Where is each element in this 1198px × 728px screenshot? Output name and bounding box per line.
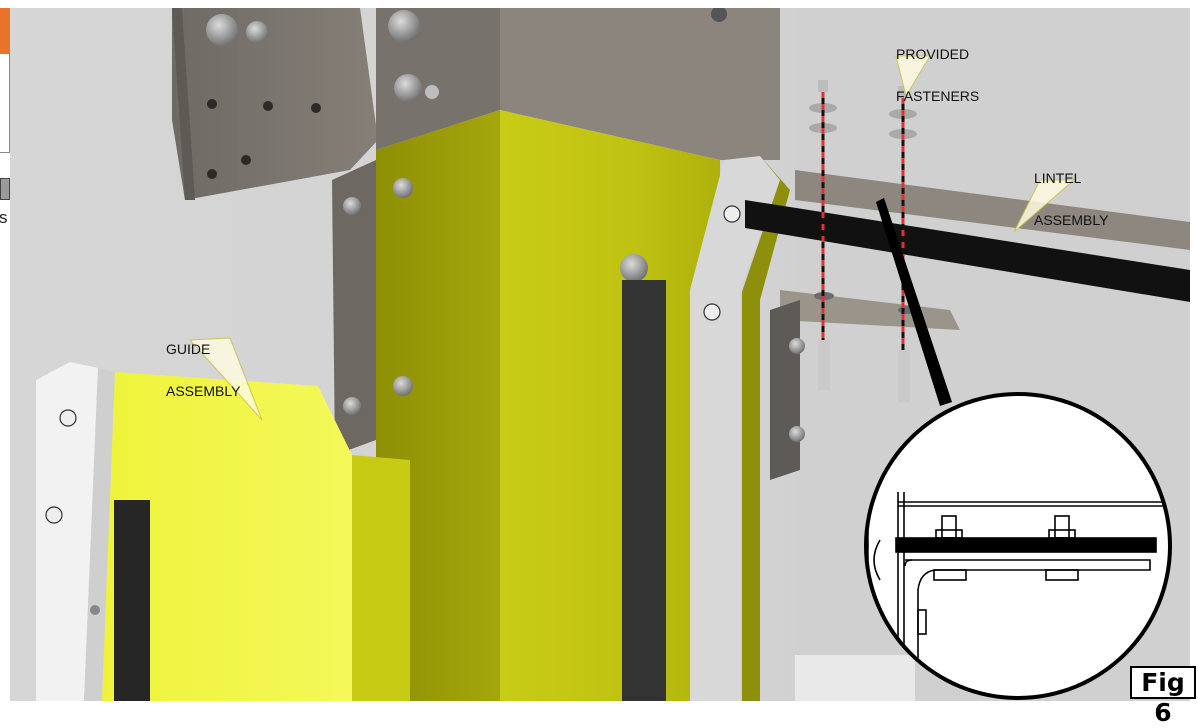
guide-callout-pointer	[188, 337, 263, 421]
orange-tab	[0, 8, 10, 54]
right-trim-strip	[690, 156, 790, 701]
installation-illustration	[10, 8, 1190, 701]
post-side-bracket	[332, 160, 413, 455]
fasteners-callout-pointer	[895, 55, 931, 98]
lintel-callout-pointer	[1013, 179, 1076, 233]
guide-assembly	[36, 362, 410, 701]
cropped-panel	[0, 54, 10, 153]
guide-assembly-label-line2: ASSEMBLY	[166, 383, 241, 399]
cropped-text: s	[0, 208, 8, 227]
lintel-assembly-label-line1: LINTEL	[1034, 170, 1082, 186]
floor-edge	[795, 655, 915, 701]
cropped-button	[0, 178, 10, 200]
detail-magnifier	[864, 392, 1172, 700]
top-mounting-bracket	[172, 8, 378, 200]
guide-assembly-label: GUIDE ASSEMBLY	[166, 314, 240, 412]
provided-fasteners-label: PROVIDED FASTENERS	[896, 19, 979, 117]
lintel-assembly-label-line2: ASSEMBLY	[1034, 212, 1109, 228]
provided-fasteners	[809, 80, 917, 402]
vertical-post	[376, 8, 780, 701]
detail-leader	[876, 198, 952, 406]
lintel-assembly-label: LINTEL ASSEMBLY	[1034, 143, 1108, 241]
guide-assembly-label-line1: GUIDE	[166, 341, 211, 357]
left-panel-edge: s	[0, 0, 10, 701]
provided-fasteners-label-line1: PROVIDED	[896, 46, 970, 62]
provided-fasteners-label-line2: FASTENERS	[896, 88, 980, 104]
figure-number-label: Fig 6	[1130, 666, 1196, 727]
lintel-beam	[745, 170, 1190, 302]
